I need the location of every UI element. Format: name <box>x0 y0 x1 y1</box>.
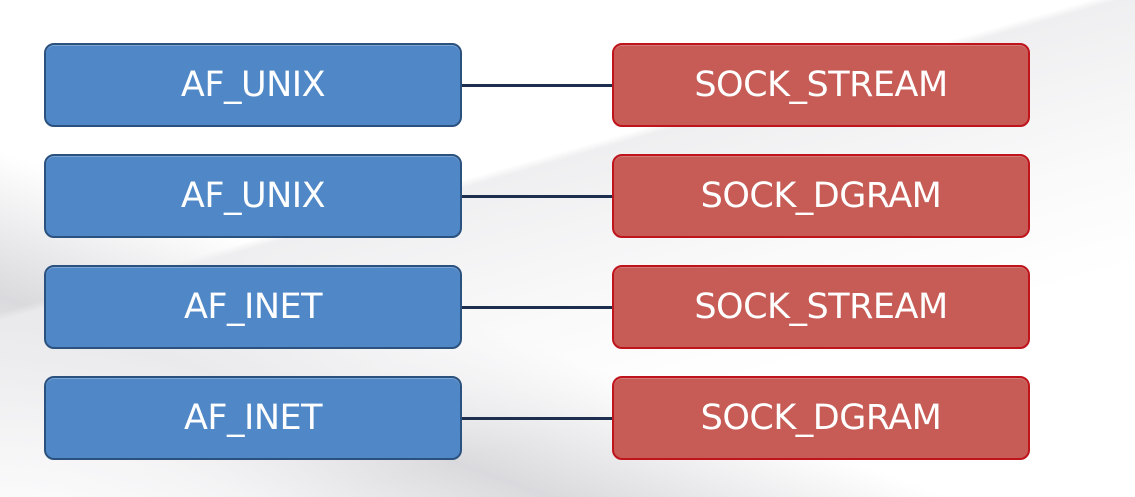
address-family-box: AF_INET <box>44 265 462 349</box>
socket-pair-row: AF_INET SOCK_DGRAM <box>44 376 1032 460</box>
socket-type-box: SOCK_DGRAM <box>612 154 1030 238</box>
connector-line <box>462 195 612 198</box>
connector-line <box>462 84 612 87</box>
address-family-box: AF_UNIX <box>44 154 462 238</box>
socket-pair-row: AF_UNIX SOCK_DGRAM <box>44 154 1032 238</box>
socket-pair-row: AF_UNIX SOCK_STREAM <box>44 43 1032 127</box>
connector-line <box>462 306 612 309</box>
socket-type-box: SOCK_STREAM <box>612 43 1030 127</box>
address-family-box: AF_INET <box>44 376 462 460</box>
socket-type-box: SOCK_DGRAM <box>612 376 1030 460</box>
address-family-box: AF_UNIX <box>44 43 462 127</box>
socket-type-box: SOCK_STREAM <box>612 265 1030 349</box>
connector-line <box>462 417 612 420</box>
socket-pair-row: AF_INET SOCK_STREAM <box>44 265 1032 349</box>
